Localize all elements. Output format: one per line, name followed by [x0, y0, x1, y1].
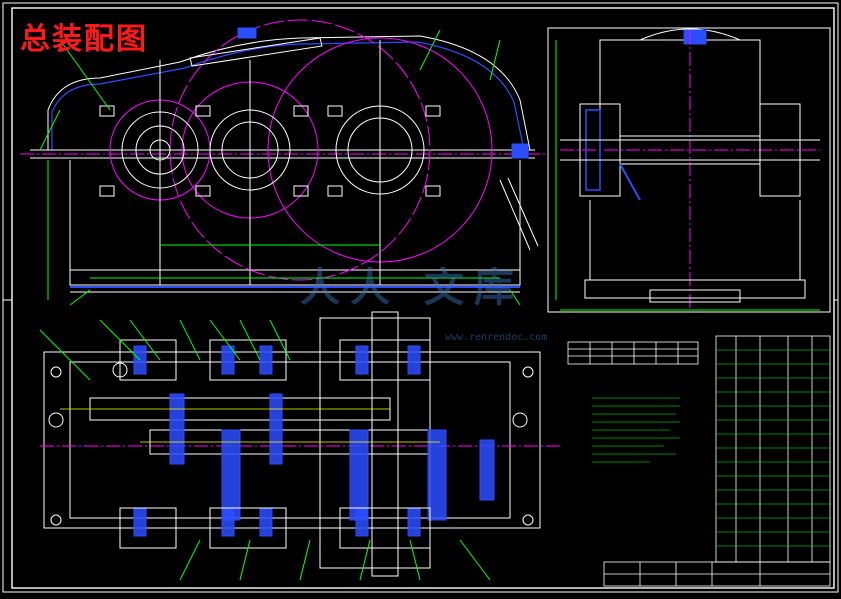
drawing-title: 总装配图: [20, 22, 148, 57]
plan-view: [39, 311, 560, 581]
housing-cover-outline: [47, 35, 531, 151]
side-view: [547, 27, 831, 313]
front-view: [20, 19, 545, 306]
tech-tables: [567, 335, 831, 587]
inner-frame: [11, 7, 835, 589]
watermark-url: www.renrendoc.com: [445, 332, 548, 343]
watermark-text: 人人 文库: [300, 265, 524, 311]
